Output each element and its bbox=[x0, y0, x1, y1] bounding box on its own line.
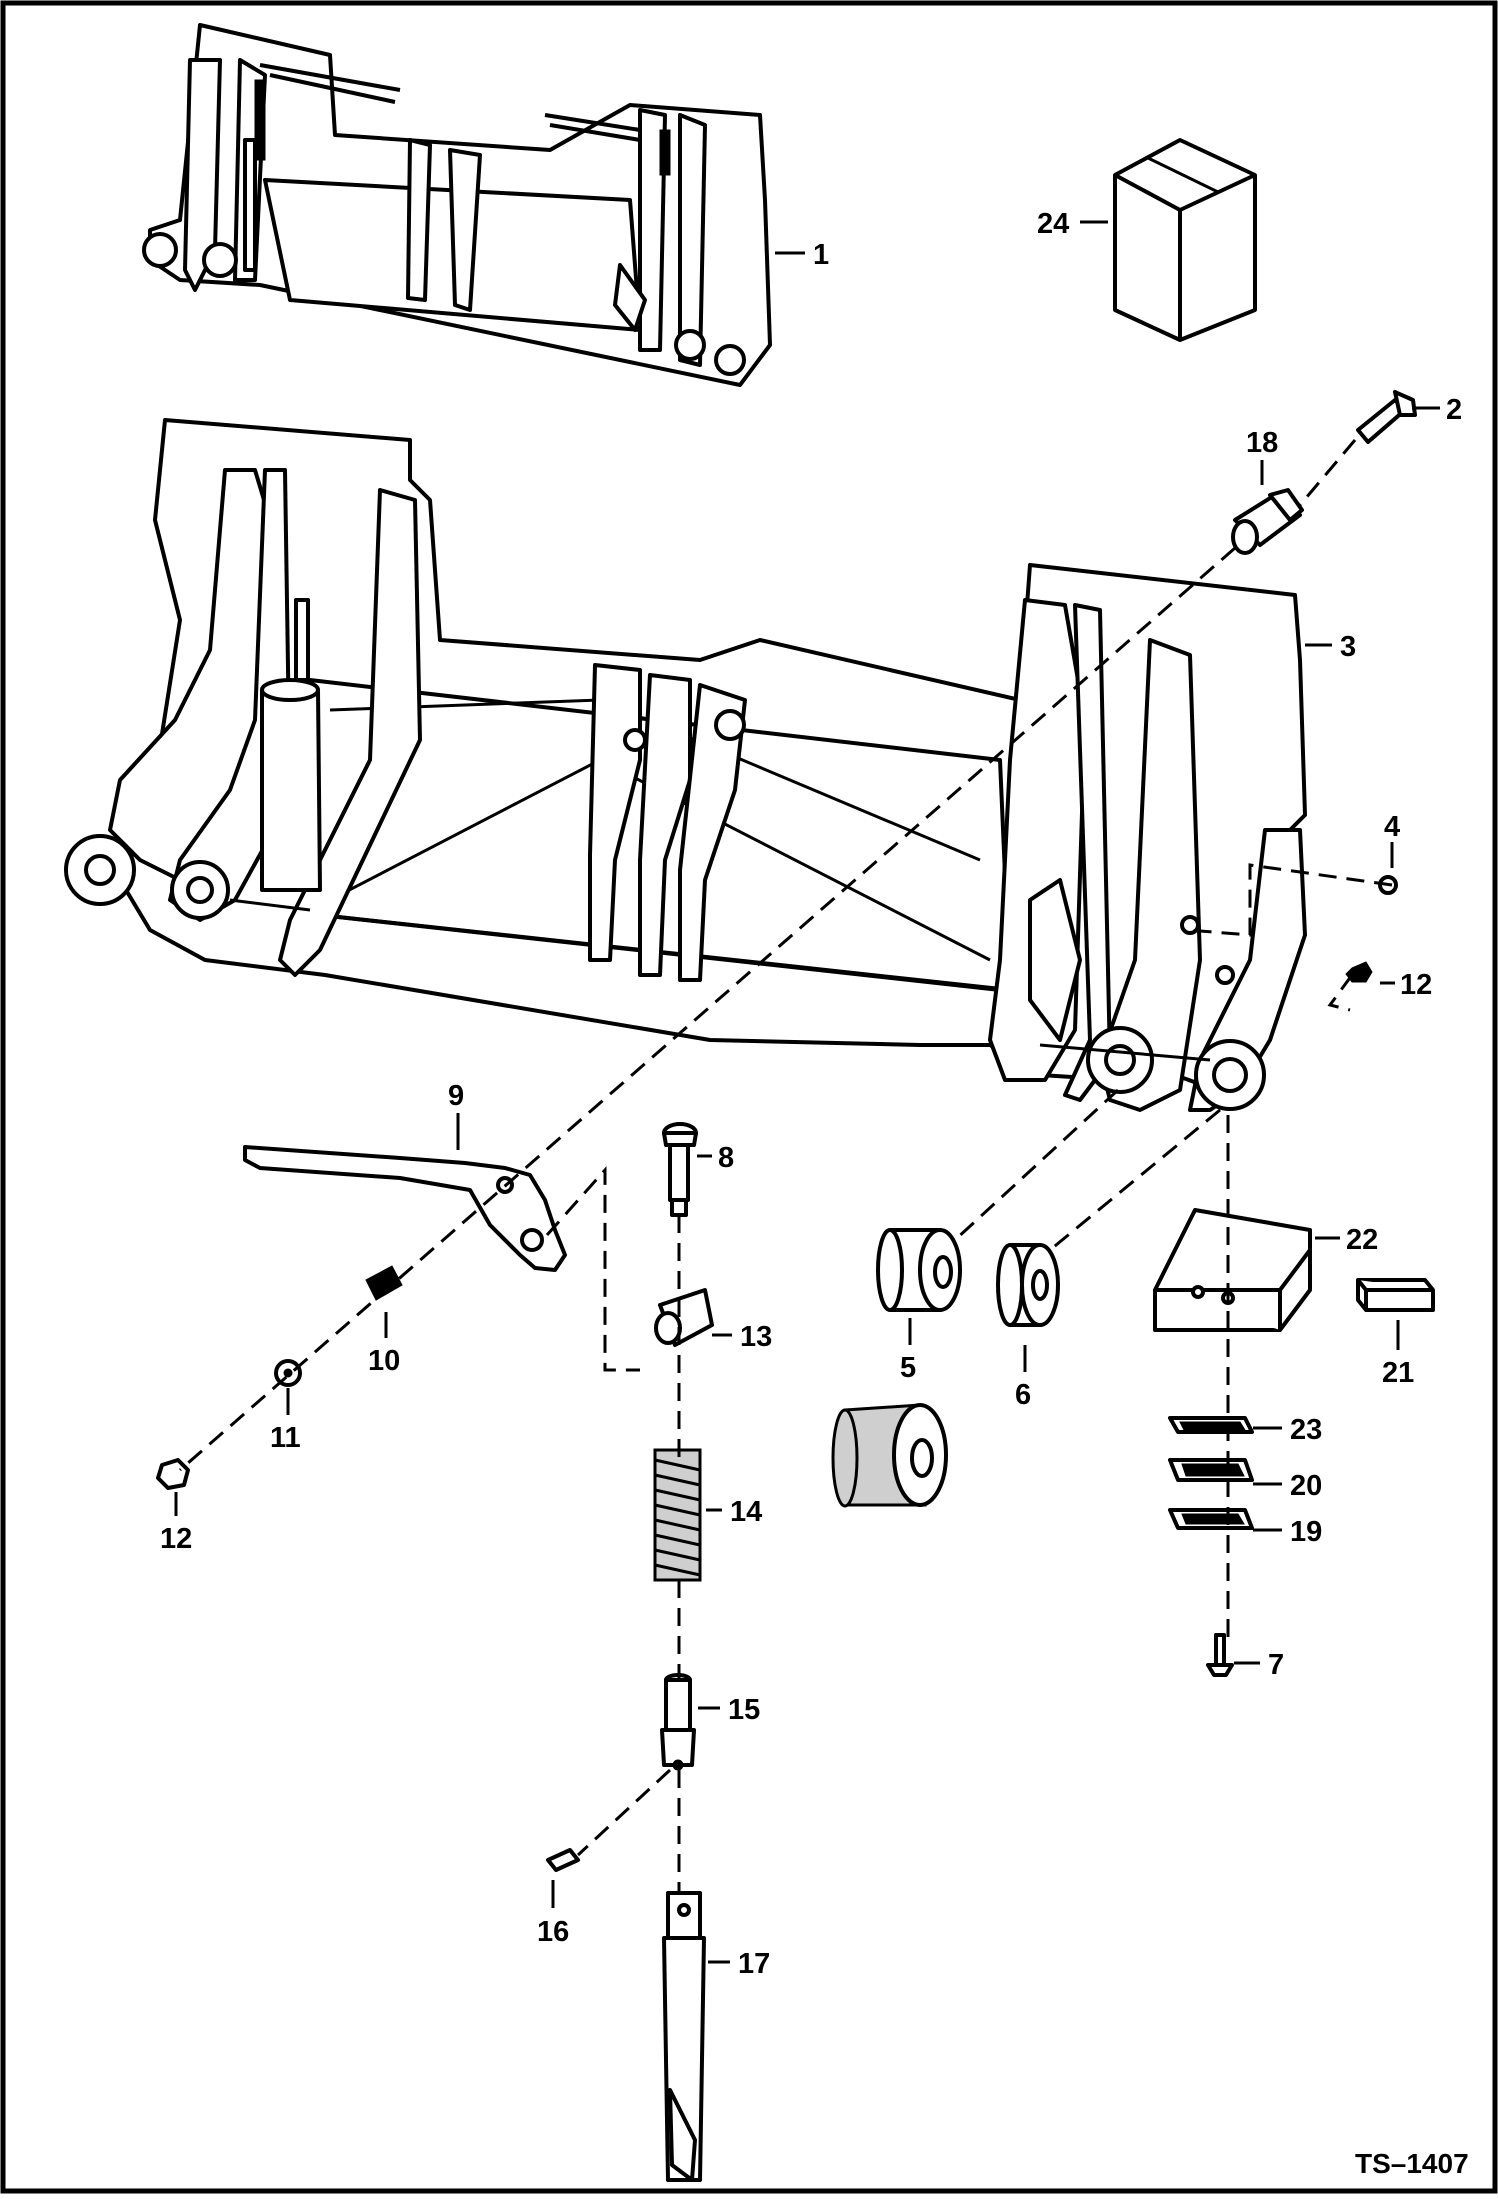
block-part-22 bbox=[1153, 1208, 1312, 1332]
pin-part-18 bbox=[1231, 488, 1304, 555]
callout-leaders bbox=[174, 220, 1440, 1964]
bushing-part-5 bbox=[831, 1228, 962, 1508]
spacer-part-6 bbox=[996, 1243, 1060, 1327]
callout-23: 23 bbox=[1290, 1414, 1322, 1446]
main-quick-tach-frame bbox=[64, 418, 1307, 1112]
block-part-13 bbox=[654, 1288, 714, 1347]
callout-10: 10 bbox=[368, 1345, 400, 1377]
callout-24: 24 bbox=[1037, 208, 1069, 240]
callout-1: 1 bbox=[813, 239, 829, 271]
callout-12-right: 12 bbox=[1400, 969, 1432, 1001]
callout-5: 5 bbox=[900, 1352, 916, 1384]
screw-part-7 bbox=[1206, 1633, 1234, 1677]
spring-part-14 bbox=[653, 1448, 702, 1582]
small-quick-tach-assembly bbox=[142, 23, 772, 387]
callout-22: 22 bbox=[1346, 1224, 1378, 1256]
callout-16: 16 bbox=[537, 1916, 569, 1948]
callout-17: 17 bbox=[738, 1948, 770, 1980]
pin-part-16 bbox=[546, 1848, 580, 1872]
nut-part-12-right bbox=[1345, 961, 1373, 983]
assembly-lines bbox=[179, 439, 1393, 1895]
callout-6: 6 bbox=[1015, 1379, 1031, 1411]
bolt-part-8 bbox=[662, 1122, 698, 1217]
callout-20: 20 bbox=[1290, 1470, 1322, 1502]
callout-14: 14 bbox=[730, 1496, 762, 1528]
shim-part-19 bbox=[1168, 1508, 1254, 1530]
callout-7: 7 bbox=[1268, 1649, 1284, 1681]
lever-part-9 bbox=[243, 1145, 567, 1272]
callout-8: 8 bbox=[718, 1142, 734, 1174]
shim-part-20 bbox=[1168, 1458, 1254, 1482]
callout-labels: 1 2 3 4 5 6 7 8 9 10 11 12 12 13 14 15 1… bbox=[160, 208, 1462, 1980]
spring-part-10 bbox=[365, 1265, 403, 1301]
nut-part-12-left bbox=[156, 1458, 190, 1490]
box-kit bbox=[1113, 138, 1257, 342]
callout-19: 19 bbox=[1290, 1516, 1322, 1548]
clevis-part-15 bbox=[660, 1673, 696, 1771]
drawing-number: TS–1407 bbox=[1355, 2148, 1469, 2179]
latch-pin-part-17 bbox=[662, 1891, 706, 2182]
callout-4: 4 bbox=[1384, 811, 1400, 843]
callout-12-left: 12 bbox=[160, 1523, 192, 1555]
callout-13: 13 bbox=[740, 1321, 772, 1353]
callout-2: 2 bbox=[1446, 394, 1462, 426]
shim-part-23 bbox=[1168, 1416, 1254, 1434]
bolt-part-2 bbox=[1356, 390, 1417, 444]
callout-11: 11 bbox=[270, 1422, 301, 1454]
callout-3: 3 bbox=[1340, 631, 1356, 663]
callout-21: 21 bbox=[1382, 1357, 1414, 1389]
block-part-21 bbox=[1356, 1278, 1435, 1312]
callout-15: 15 bbox=[728, 1694, 760, 1726]
callout-9: 9 bbox=[448, 1080, 464, 1112]
callout-18: 18 bbox=[1246, 427, 1278, 459]
